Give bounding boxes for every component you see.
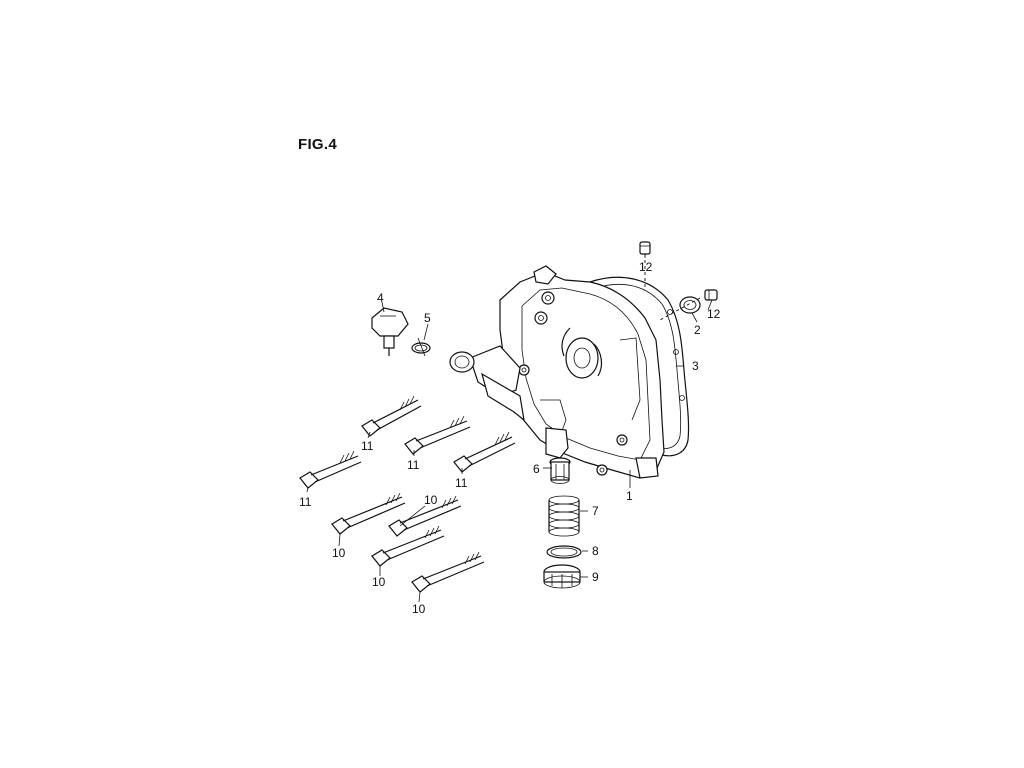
callout-10-b: 10	[332, 546, 346, 560]
callout-11-d: 11	[299, 495, 312, 509]
callout-9: 9	[592, 570, 599, 584]
bolt-11-b	[404, 415, 471, 455]
filler-seal-part	[449, 351, 475, 373]
callout-1: 1	[626, 489, 633, 503]
callout-12-right: 12	[707, 307, 721, 321]
dipstick-part	[371, 307, 409, 356]
callout-4: 4	[377, 291, 384, 305]
bolt-10-a	[331, 492, 406, 535]
callout-7: 7	[592, 504, 599, 518]
callout-11-c: 11	[455, 476, 468, 490]
bolt-11-c	[453, 431, 516, 473]
callout-10-c: 10	[372, 575, 386, 589]
dowel-pin-part-a	[639, 241, 651, 255]
drain-plug-part	[543, 564, 581, 589]
bolt-11-d	[299, 450, 362, 489]
strainer-part	[549, 457, 571, 484]
cover-part	[469, 265, 665, 479]
callout-6: 6	[533, 462, 540, 476]
oil-seal-part	[679, 296, 701, 314]
bolt-10-c	[371, 525, 445, 567]
callout-11-a: 11	[361, 439, 374, 453]
drain-o-ring-part	[546, 545, 582, 559]
callout-10-d: 10	[412, 602, 426, 616]
callout-3: 3	[692, 359, 699, 373]
o-ring-part	[411, 337, 431, 357]
bolt-10-d	[411, 551, 485, 593]
callout-10-a: 10	[424, 493, 438, 507]
callout-2: 2	[694, 323, 701, 337]
callout-8: 8	[592, 544, 599, 558]
spring-part	[548, 495, 580, 537]
gasket-part	[589, 276, 690, 457]
figure-title: FIG.4	[298, 136, 338, 153]
dowel-pin-part-b	[704, 289, 718, 301]
callout-12-top: 12	[639, 260, 653, 274]
callout-5: 5	[424, 311, 431, 325]
callout-11-b: 11	[407, 458, 420, 472]
bolt-11-a	[361, 395, 422, 437]
leader-lines	[306, 254, 713, 603]
